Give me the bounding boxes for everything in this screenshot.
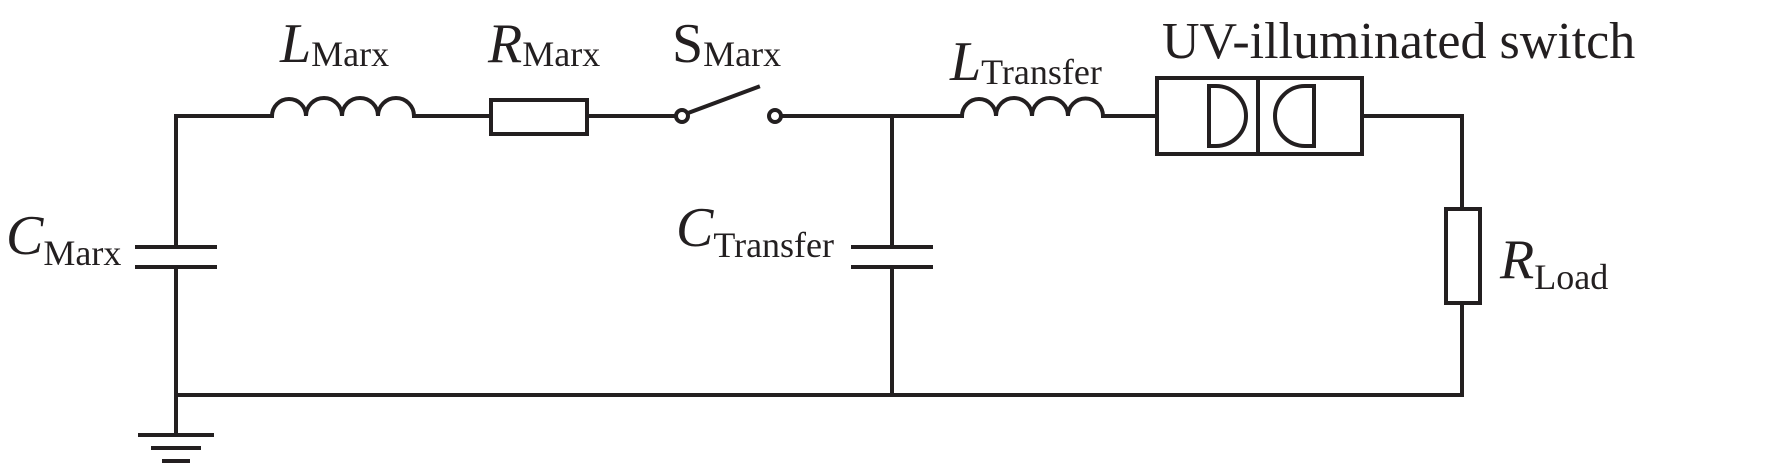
wire-top-6 — [1360, 114, 1464, 211]
label-uv-illuminated-switch: UV-illuminated switch — [1162, 13, 1635, 70]
label-s-marx: SMarx — [672, 13, 781, 75]
label-l-transfer: LTransfer — [949, 31, 1102, 93]
label-c-transfer: CTransfer — [676, 197, 834, 265]
inductor-l-transfer — [959, 96, 1106, 119]
capacitor-c-transfer — [851, 245, 933, 269]
capacitor-c-marx — [135, 245, 217, 269]
resistor-r-marx — [489, 98, 589, 136]
label-l-marx: LMarx — [279, 13, 389, 75]
resistor-r-load — [1444, 207, 1482, 305]
label-r-load: RLoad — [1499, 229, 1608, 297]
wires — [174, 114, 1464, 437]
label-r-marx: RMarx — [487, 13, 600, 75]
uv-illuminated-switch — [1155, 76, 1364, 156]
inductor-l-marx — [269, 96, 417, 119]
ground-symbol — [138, 433, 214, 463]
label-c-marx: CMarx — [6, 205, 121, 273]
switch-s-marx — [674, 84, 783, 124]
